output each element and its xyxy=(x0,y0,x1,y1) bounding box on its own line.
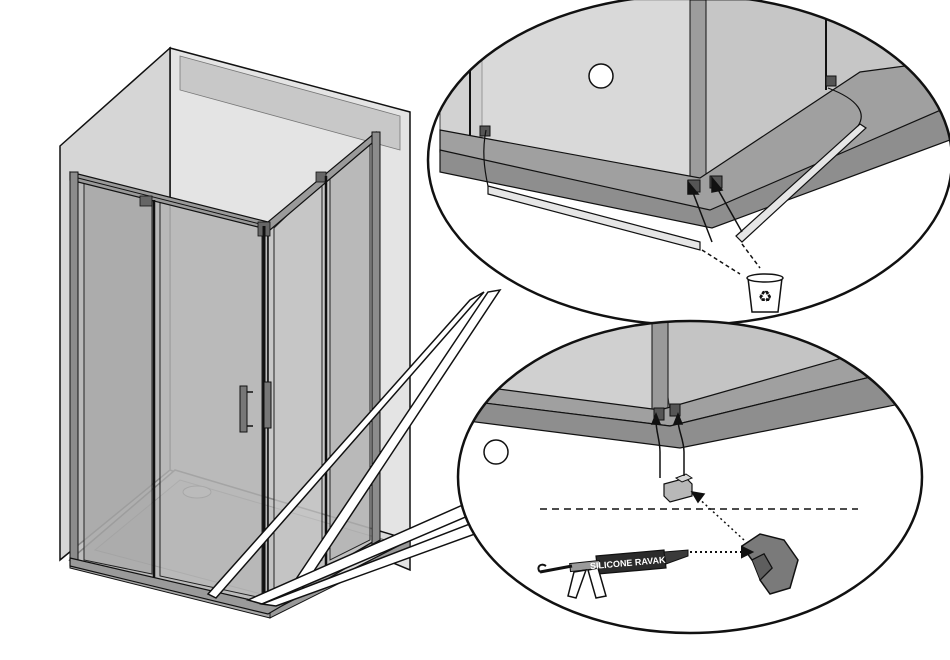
detail-top-ellipse: ♻ xyxy=(428,0,950,325)
step-marker-2 xyxy=(484,440,508,464)
step-marker-1 xyxy=(589,64,613,88)
shower-enclosure xyxy=(60,48,410,618)
svg-text:♻: ♻ xyxy=(758,287,772,306)
detail-bottom-ellipse: SILICONE RAVAK xyxy=(458,320,940,633)
recycle-bin-icon: ♻ xyxy=(747,274,783,312)
